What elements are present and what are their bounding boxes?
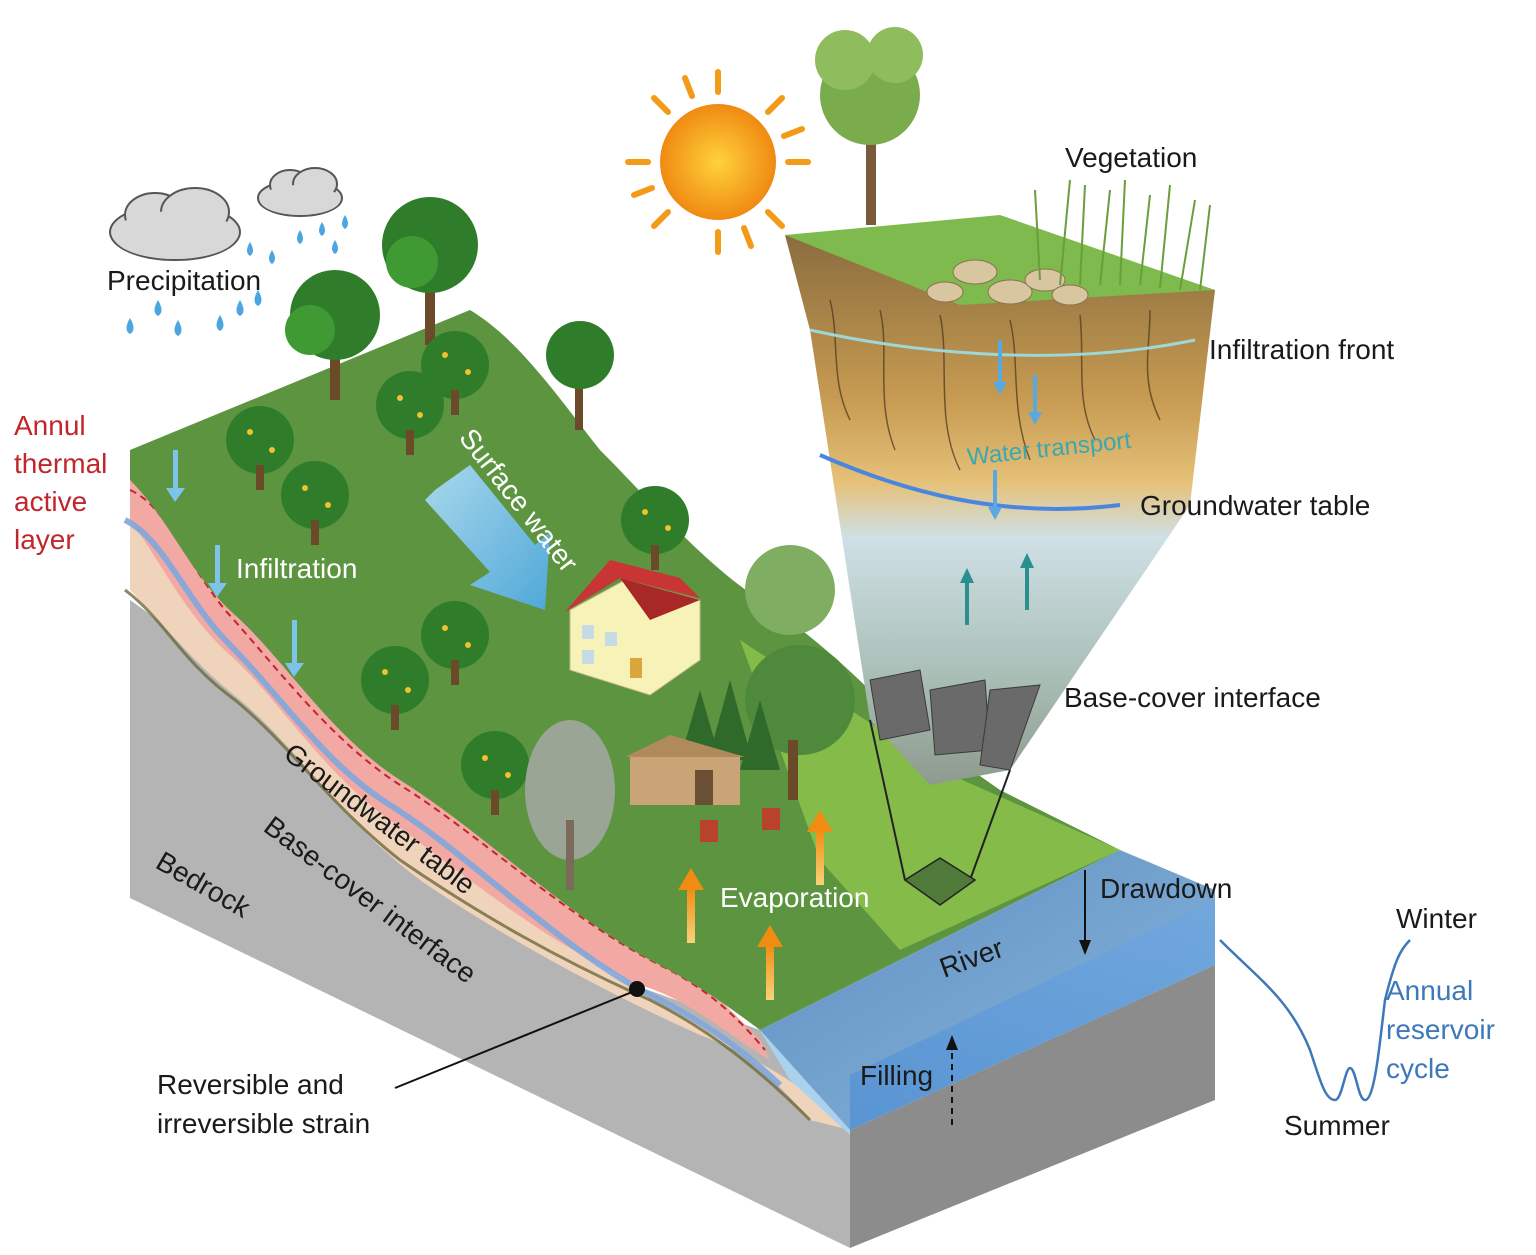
label-base-cover-interface-right: Base-cover interface (1064, 682, 1321, 713)
label-strain-2: irreversible strain (157, 1108, 370, 1139)
orange-fruits (247, 352, 671, 778)
strain-callout (394, 981, 645, 1089)
thermal-active-layer (130, 470, 770, 1060)
sun-icon (625, 69, 811, 255)
label-evaporation: Evaporation (720, 882, 869, 913)
evaporation-arrows (678, 810, 833, 1000)
pebbles (926, 259, 1089, 306)
label-drawdown: Drawdown (1100, 873, 1232, 904)
raindrop-icon (126, 215, 348, 336)
label-annual-thermal-2: thermal (14, 448, 107, 479)
river-front (760, 1030, 850, 1135)
cloud-icon (109, 187, 241, 261)
label-reservoir-cycle-3: cycle (1386, 1053, 1450, 1084)
vegetation-tree (815, 27, 923, 225)
soil-column-top (785, 215, 1215, 305)
base-cover-interface-line (124, 588, 812, 1122)
base-rocks (869, 669, 1041, 771)
reservoir-cycle-curve (1219, 939, 1411, 1102)
tree-icon (546, 321, 614, 430)
label-winter: Winter (1396, 903, 1477, 934)
groundwater-table-line (123, 517, 783, 1088)
soil-roots (829, 299, 1161, 471)
label-annual-thermal-3: active (14, 486, 87, 517)
label-strain-1: Reversible and (157, 1069, 344, 1100)
infiltration-front-line (809, 328, 1196, 357)
column-pointer (869, 719, 1011, 906)
bedrock-side-face (850, 965, 1215, 1248)
surface-water-arrow (425, 465, 550, 610)
grass-tuft (1034, 179, 1211, 291)
drawdown-arrow (1079, 870, 1091, 955)
label-annual-thermal-1: Annul (14, 410, 86, 441)
label-groundwater-table-right: Groundwater table (1140, 490, 1370, 521)
label-infiltration-front: Infiltration front (1209, 334, 1394, 365)
label-reservoir-cycle-1: Annual (1386, 975, 1473, 1006)
tree-icon (525, 720, 615, 890)
river-water-side (850, 900, 1215, 1130)
label-precipitation: Precipitation (107, 265, 261, 296)
label-vegetation: Vegetation (1065, 142, 1197, 173)
label-summer: Summer (1284, 1110, 1390, 1141)
label-reservoir-cycle-2: reservoir (1386, 1014, 1495, 1045)
tree-icon (285, 270, 380, 400)
label-annual-thermal-4: layer (14, 524, 75, 555)
tree-icon (745, 545, 855, 800)
tree-trunks (256, 390, 659, 815)
infiltration-arrows (166, 450, 304, 677)
column-groundwater-line (819, 453, 1121, 511)
cottage-icon (625, 735, 780, 842)
tree-icon (382, 197, 478, 345)
house-icon (565, 560, 701, 696)
filling-arrow (946, 1035, 958, 1125)
label-filling: Filling (860, 1060, 933, 1091)
water-transport-arrows (960, 340, 1042, 625)
tree-icon (226, 331, 689, 799)
cloud-icon (257, 167, 343, 217)
river-surface (760, 850, 1215, 1130)
label-infiltration: Infiltration (236, 553, 357, 584)
